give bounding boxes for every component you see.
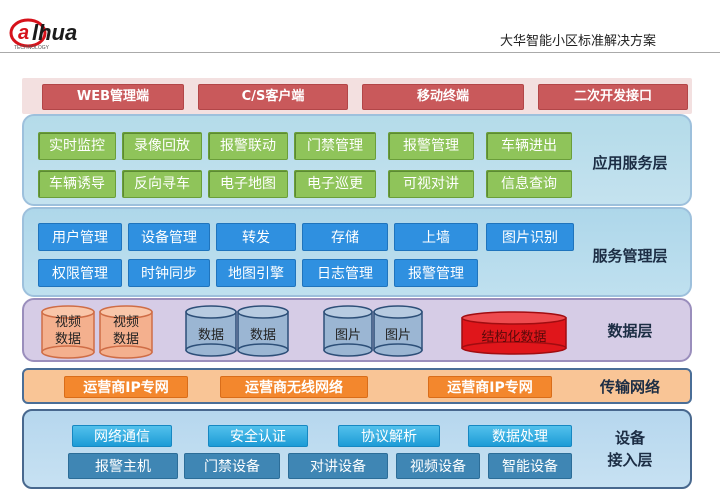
layer-label: 传输网络: [599, 378, 660, 396]
app-item: 电子巡更: [294, 170, 376, 198]
video-cylinder-2: [99, 305, 153, 359]
structured-cylinder: [461, 311, 567, 355]
image-cylinder-1: [323, 305, 373, 357]
data-cylinders: [41, 305, 567, 359]
svc-item: 设备管理: [128, 223, 210, 251]
data-layer: 视频 数据 视频 数据 数据 数据 图片 图片 结构化数据 数据层: [22, 298, 692, 362]
svg-text:TECHNOLOGY: TECHNOLOGY: [14, 45, 50, 50]
app-item: 门禁管理: [294, 132, 376, 160]
device-layer: 网络通信 安全认证 协议解析 数据处理 报警主机 门禁设备 对讲设备 视频设备 …: [22, 409, 692, 489]
svc-item: 上墙: [394, 223, 478, 251]
dev-interface: 二次开发接口: [538, 84, 688, 110]
layer-label: 服务管理层: [592, 247, 668, 265]
svg-text:a: a: [18, 22, 29, 44]
device-item: 报警主机: [68, 453, 178, 479]
device-item: 智能设备: [488, 453, 572, 479]
app-item: 报警联动: [208, 132, 288, 160]
client-row: WEB管理端 C/S客户端 移动终端 二次开发接口: [22, 78, 692, 114]
transport-item: 运营商IP专网: [64, 376, 188, 398]
dev-func: 安全认证: [208, 425, 308, 447]
device-item: 门禁设备: [184, 453, 280, 479]
mobile-client: 移动终端: [362, 84, 524, 110]
layer-label-line1: 设备: [614, 429, 645, 447]
svc-item: 权限管理: [38, 259, 122, 287]
layer-label: 应用服务层: [592, 154, 668, 172]
svc-item: 地图引擎: [216, 259, 296, 287]
app-item: 电子地图: [208, 170, 288, 198]
svc-item: 存储: [302, 223, 388, 251]
layer-label-line2: 接入层: [607, 451, 653, 469]
service-layer: 用户管理 设备管理 转发 存储 上墙 图片识别 权限管理 时钟同步 地图引擎 日…: [22, 207, 692, 297]
app-item: 车辆诱导: [38, 170, 116, 198]
structured-data-label: 结构化数据: [481, 330, 547, 345]
app-item: 反向寻车: [122, 170, 202, 198]
video-data-label: 视频 数据: [54, 315, 81, 347]
svc-item: 报警管理: [394, 259, 478, 287]
cs-client: C/S客户端: [198, 84, 348, 110]
svc-item: 转发: [216, 223, 296, 251]
device-item: 视频设备: [396, 453, 480, 479]
app-item: 信息查询: [486, 170, 572, 198]
svc-item: 用户管理: [38, 223, 122, 251]
app-item: 可视对讲: [388, 170, 474, 198]
video-cylinder-1: [41, 305, 95, 359]
data-label: 数据: [197, 328, 224, 343]
app-item: 车辆进出: [486, 132, 572, 160]
data-cylinder-2: [237, 305, 289, 357]
app-item: 实时监控: [38, 132, 116, 160]
layer-label: 数据层: [607, 322, 653, 340]
application-layer: 实时监控 录像回放 报警联动 门禁管理 报警管理 车辆进出 车辆诱导 反向寻车 …: [22, 114, 692, 206]
device-item: 对讲设备: [288, 453, 388, 479]
image-cylinder-2: [373, 305, 423, 357]
transport-item: 运营商IP专网: [428, 376, 552, 398]
svg-text:lhua: lhua: [32, 20, 77, 45]
data-label: 数据: [249, 328, 276, 343]
image-label: 图片: [384, 328, 411, 343]
image-label: 图片: [334, 328, 361, 343]
app-item: 报警管理: [388, 132, 474, 160]
svc-item: 日志管理: [302, 259, 388, 287]
dev-func: 网络通信: [72, 425, 172, 447]
svc-item: 时钟同步: [128, 259, 210, 287]
transport-item: 运营商无线网络: [220, 376, 368, 398]
web-client: WEB管理端: [42, 84, 184, 110]
dahua-logo: a lhua TECHNOLOGY: [8, 16, 118, 51]
header-divider: [0, 52, 720, 53]
dev-func: 数据处理: [468, 425, 572, 447]
transport-layer: 运营商IP专网 运营商无线网络 运营商IP专网 传输网络: [22, 368, 692, 404]
video-data-label: 视频 数据: [112, 315, 139, 347]
data-cylinder-1: [185, 305, 237, 357]
svc-item: 图片识别: [486, 223, 574, 251]
app-item: 录像回放: [122, 132, 202, 160]
header-title: 大华智能小区标准解决方案: [499, 34, 656, 49]
dev-func: 协议解析: [338, 425, 440, 447]
